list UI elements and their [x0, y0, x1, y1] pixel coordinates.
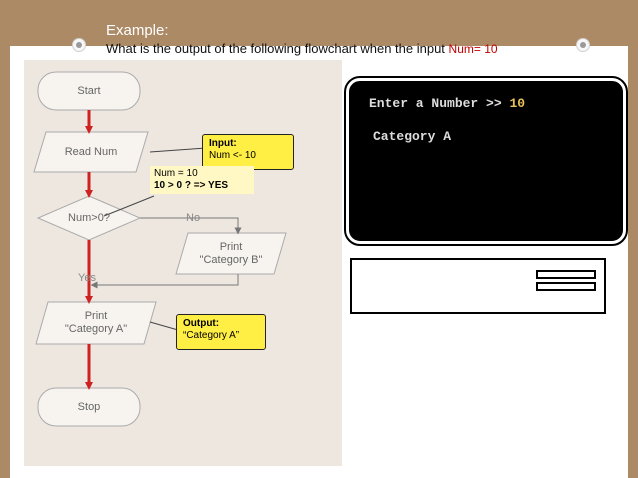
read-parallelogram: [33, 131, 149, 173]
screen-output: Category A: [373, 129, 452, 144]
connector-eval-note: [103, 195, 155, 217]
output-note-title: Output:: [183, 318, 220, 329]
pin-right-icon: [576, 38, 590, 52]
drive-slot-bottom: [536, 282, 596, 291]
drive-slot-top: [536, 270, 596, 279]
screen-input-value: 10: [509, 96, 526, 111]
input-note-value: Num <- 10: [209, 150, 256, 161]
stop-label: Stop: [77, 400, 101, 413]
no-branch-label: No: [186, 212, 201, 224]
print-b-line1: Print: [219, 240, 243, 253]
evaluation-note: Num = 10 10 > 0 ? => YES: [150, 166, 254, 194]
start-label: Start: [77, 84, 101, 97]
input-note-title: Input:: [209, 138, 237, 149]
evaluation-line1: Num = 10: [154, 168, 198, 179]
print-b-label: Print "Category B": [176, 233, 286, 274]
arrow-no-branch: [140, 217, 242, 235]
output-note: Output: “Category A”: [176, 314, 266, 350]
screen-prompt: Enter a Number >>: [369, 96, 502, 111]
print-a-line2: "Category A": [64, 323, 128, 335]
output-note-value: “Category A”: [183, 330, 240, 341]
print-a-line1: Print: [84, 310, 108, 322]
slide-question: What is the output of the following flow…: [106, 41, 498, 57]
print-a-parallelogram: [35, 301, 157, 345]
print-a-label: Print "Category A": [36, 302, 156, 344]
question-highlight: Num= 10: [448, 42, 498, 56]
pin-left-icon: [72, 38, 86, 52]
arrow-print-b-return: [90, 274, 239, 289]
decision-label: Num>0?: [68, 211, 110, 224]
evaluation-line2: 10 > 0 ? => YES: [154, 180, 229, 191]
print-b-line2: "Category B": [199, 253, 263, 266]
monitor-screen: Enter a Number >> 10 Category A: [344, 76, 628, 246]
input-note: Input: Num <- 10: [202, 134, 294, 170]
question-text: What is the output of the following flow…: [106, 41, 445, 56]
computer-base: [350, 258, 606, 314]
yes-branch-label: Yes: [78, 272, 96, 284]
screen-prompt-line: Enter a Number >> 10: [369, 96, 525, 111]
slide-title: Example:: [106, 22, 169, 39]
print-b-parallelogram: [175, 232, 287, 275]
connector-output-note: [149, 321, 179, 331]
read-label: Read Num: [64, 145, 118, 158]
connector-input-note: [149, 147, 207, 153]
